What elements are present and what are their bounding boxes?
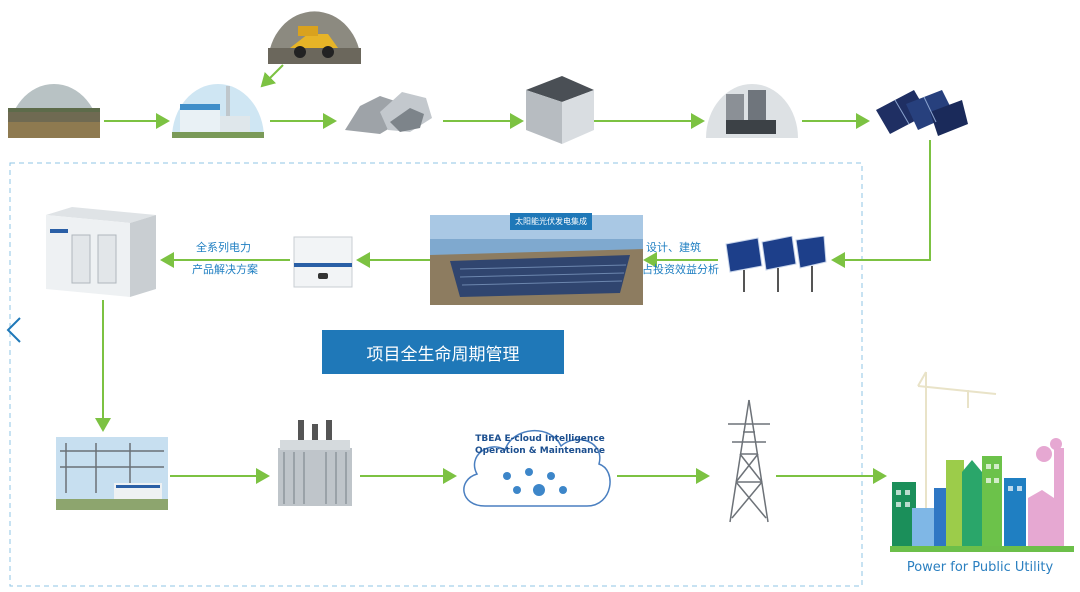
power-products-label-line1: 全系列电力 <box>196 241 251 254</box>
solar-farm-banner: 太阳能光伏发电集成 <box>510 213 592 230</box>
mining-truck-illustration <box>268 11 361 64</box>
quarry-landscape-illustration <box>8 84 100 138</box>
solar-wafers-illustration <box>876 90 968 136</box>
lifecycle-management-label: 项目全生命周期管理 <box>322 330 564 374</box>
design-label-line1: 设计、建筑 <box>646 241 701 254</box>
substation-illustration <box>56 437 168 510</box>
inverter-container-illustration <box>46 207 156 297</box>
cloud-om-illustration <box>463 430 611 507</box>
chevron-left-icon[interactable] <box>4 316 26 344</box>
transmission-tower-illustration <box>728 399 770 523</box>
silicon-ingot-illustration <box>526 76 594 144</box>
cloud-om-title-line2: Operation & Maintenance <box>474 446 606 456</box>
cloud-om-title-line1: TBEA E-cloud Intelligence <box>475 434 605 444</box>
raw-silicon-illustration <box>345 92 432 134</box>
lifecycle-boundary <box>9 162 863 587</box>
city-skyline-illustration <box>890 371 1074 552</box>
transformer-illustration <box>278 420 352 506</box>
string-inverter-illustration <box>293 236 353 288</box>
power-products-label-line2: 产品解决方案 <box>192 263 258 276</box>
cloud-om-title: TBEA E-cloud Intelligence Operation & Ma… <box>470 433 610 457</box>
solar-panels-illustration <box>725 236 827 292</box>
silicon-bricks-illustration <box>706 84 798 138</box>
power-plant-illustration <box>172 84 264 138</box>
public-utility-label: Power for Public Utility <box>906 560 1054 575</box>
design-label-line2: 占投资效益分析 <box>642 263 719 276</box>
